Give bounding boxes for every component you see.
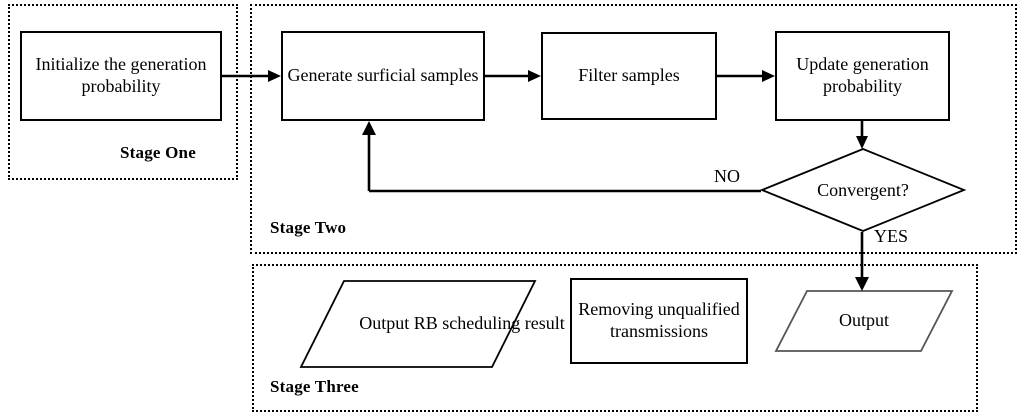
node-update-generation-probability[interactable]: Update generation probability: [775, 31, 950, 121]
node-generate-surficial-samples[interactable]: Generate surficial samples: [281, 31, 485, 121]
diamond-shape: [759, 148, 967, 232]
stage-three-container: [252, 264, 978, 412]
node-initialize-label: Initialize the generation probability: [35, 54, 207, 96]
edge-label-no: NO: [714, 166, 740, 186]
node-update-label: Update generation probability: [796, 54, 929, 96]
node-output[interactable]: Output: [774, 290, 954, 352]
stage-two-container: [250, 4, 1017, 254]
parallelogram-shape: [774, 290, 954, 352]
stage-two-label: Stage Two: [270, 218, 347, 237]
node-generate-label: Generate surficial samples: [287, 65, 479, 86]
stage-three-label: Stage Three: [270, 377, 359, 396]
edge-label-yes: YES: [874, 226, 909, 246]
node-convergent-decision[interactable]: Convergent?: [759, 148, 967, 232]
node-filter-samples[interactable]: Filter samples: [541, 32, 717, 120]
parallelogram-shape: [299, 280, 537, 368]
node-initialize-generation-probability[interactable]: Initialize the generation probability: [20, 31, 222, 121]
node-output-rb-scheduling-result[interactable]: Output RB scheduling result: [299, 280, 565, 368]
node-removing-unqualified-transmissions[interactable]: Removing unqualified transmissions: [570, 278, 748, 364]
node-removing-label: Removing unqualified transmissions: [578, 299, 740, 341]
node-filter-label: Filter samples: [578, 65, 680, 86]
stage-one-label: Stage One: [120, 143, 196, 162]
stage-one-container: [8, 4, 238, 180]
